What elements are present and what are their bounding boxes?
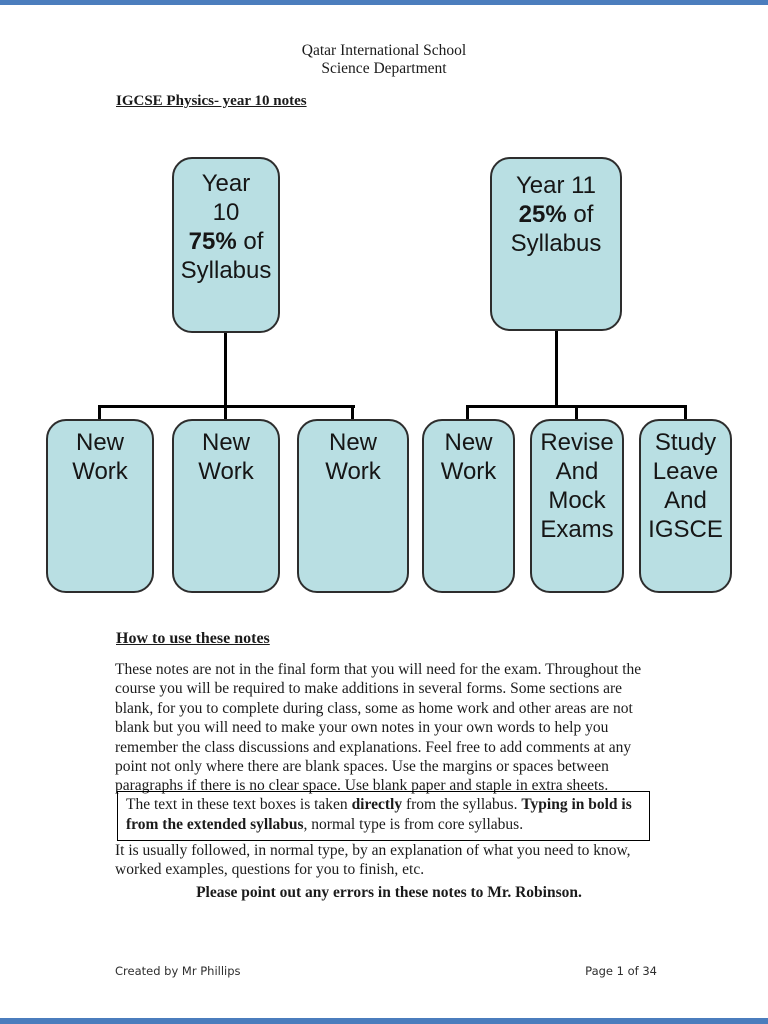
year10-syllabus-line: Syllabus	[180, 257, 272, 284]
viewer-page-gap-top	[0, 0, 768, 5]
connector-line	[224, 405, 227, 420]
callout-text: The text in these text boxes is taken	[126, 796, 352, 813]
study-leave-igsce-box: Study Leave And IGSCE	[639, 419, 732, 593]
year11-label: Year 11	[515, 172, 597, 199]
followup-paragraph: It is usually followed, in normal type, …	[115, 842, 631, 879]
header-department: Science Department	[321, 60, 447, 77]
revise-mock-exams-box: Revise And Mock Exams	[530, 419, 624, 593]
doc-title: IGCSE Physics- year 10 notes	[116, 93, 307, 109]
syllabus-callout-box: The text in these text boxes is taken di…	[117, 791, 650, 841]
header-school-name: Qatar International School	[301, 42, 467, 59]
connector-line	[351, 405, 354, 420]
section-heading: How to use these notes	[116, 630, 270, 647]
footer-page-number: Page 1 of 34	[585, 964, 657, 978]
connector-line	[224, 333, 227, 407]
intro-paragraph: These notes are not in the final form th…	[115, 661, 642, 795]
footer-credit: Created by Mr Phillips	[115, 964, 241, 978]
new-work-box-4: New Work	[422, 419, 515, 593]
connector-line	[575, 405, 578, 420]
callout-bold-extended: Typing in bold is from the extended syll…	[126, 796, 632, 833]
year11-syllabus-line: Syllabus	[510, 230, 602, 257]
connector-line	[466, 405, 469, 420]
connector-line	[98, 405, 101, 420]
year11-box: Year 11 25% of Syllabus	[490, 157, 622, 331]
new-work-box-2: New Work	[172, 419, 280, 593]
connector-line	[684, 405, 687, 420]
year10-label: Year 10	[201, 170, 251, 226]
year11-percent-line: 25% of	[518, 201, 594, 228]
year10-box: Year 10 75% of Syllabus	[172, 157, 280, 333]
new-work-box-3: New Work	[297, 419, 409, 593]
connector-line	[555, 331, 558, 407]
viewer-page-gap-bottom	[0, 1018, 768, 1024]
new-work-box-1: New Work	[46, 419, 154, 593]
callout-bold-directly: directly	[351, 796, 403, 813]
year10-percent-line: 75% of	[188, 228, 264, 255]
errors-notice: Please point out any errors in these not…	[196, 884, 582, 901]
